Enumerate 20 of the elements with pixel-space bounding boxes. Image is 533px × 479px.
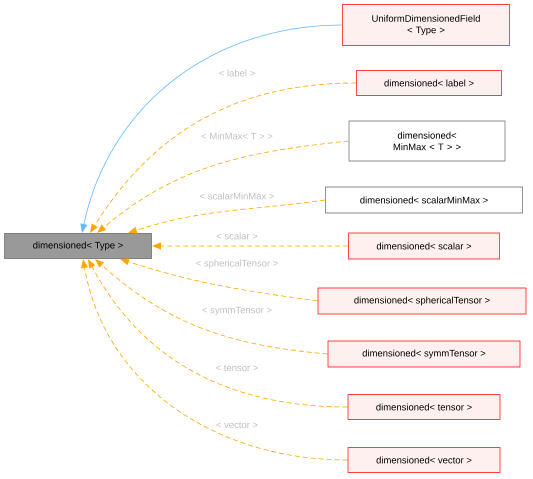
inheritance-arrow [95,259,328,354]
class-box: dimensioned< Type > [4,233,152,259]
class-box: dimensioned< symmTensor > [328,340,520,368]
edge-label: < scalarMinMax > [198,192,276,200]
class-box: UniformDimensionedField < Type > [342,4,510,46]
edge-label: < label > [218,68,256,78]
edge-label: < scalar > [215,232,259,240]
edge-label: < vector > [214,420,260,430]
edge-label: < MinMax< T > > [200,132,274,140]
class-box: dimensioned< scalar > [348,232,500,260]
edge-label: < sphericalTensor > [194,258,280,270]
edge-label: < tensor > [214,364,260,372]
inheritance-arrow [97,140,350,233]
class-box: dimensioned< label > [356,70,502,96]
class-box: dimensioned< vector > [348,447,500,473]
edge-label: < symmTensor > [201,306,273,316]
class-box: dimensioned< MinMax < T > > [348,120,506,162]
class-box: dimensioned< tensor > [348,394,500,420]
class-box: dimensioned< sphericalTensor > [318,288,526,314]
class-box: dimensioned< scalarMinMax > [325,186,523,214]
